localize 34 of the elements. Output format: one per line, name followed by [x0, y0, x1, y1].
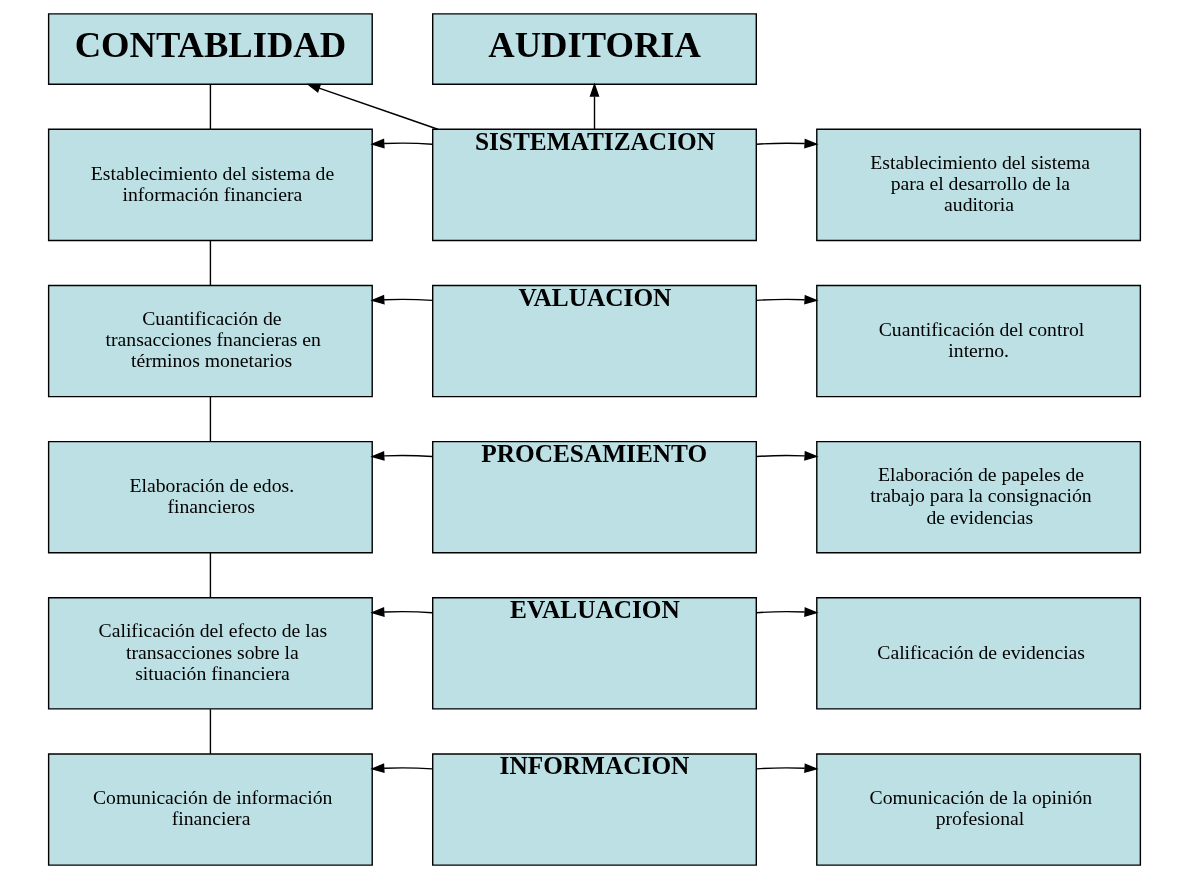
arrow: [369, 138, 433, 149]
node-box: Calificación de evidencias: [815, 597, 1141, 710]
node-box: AUDITORIA: [431, 13, 757, 85]
node-box: Establecimiento del sistema para el desarrollo de la auditoria: [815, 128, 1141, 242]
arrow: [589, 82, 599, 130]
arrow: [755, 294, 818, 305]
node-box: Cuantificación del control interno.: [815, 284, 1141, 398]
connector: [209, 708, 211, 755]
node-box: Calificación del efecto de las transacciones sobre la situación financiera: [47, 597, 373, 710]
connector: [209, 84, 211, 130]
arrow: [369, 607, 433, 617]
node-box: SISTEMATIZACION: [431, 128, 757, 242]
node-box: Elaboración de edos. financieros: [47, 440, 373, 554]
node-box: INFORMACION: [431, 753, 757, 866]
connector: [209, 396, 211, 443]
arrow: [755, 450, 818, 461]
arrow: [369, 294, 433, 305]
node-box: Comunicación de información financiera: [47, 753, 373, 866]
connector: [209, 552, 211, 599]
arrow: [305, 83, 438, 130]
node-box: Establecimiento del sistema de información financiera: [47, 128, 373, 242]
connector: [209, 240, 211, 286]
node-box: EVALUACION: [431, 597, 757, 710]
arrow: [755, 138, 818, 149]
arrow: [369, 763, 433, 774]
arrow: [369, 450, 433, 461]
node-box: PROCESAMIENTO: [431, 440, 757, 554]
node-box: CONTABLIDAD: [47, 13, 373, 85]
node-box: Cuantificación de transacciones fnancieras en términos monetarios: [47, 284, 373, 398]
node-box: VALUACION: [431, 284, 757, 398]
node-box: Elaboración de papeles de trabajo para la consignación de evidencias: [815, 440, 1141, 554]
node-box: Comunicación de la opinión profesional: [815, 753, 1141, 866]
arrow: [755, 607, 818, 617]
arrow: [755, 763, 818, 774]
